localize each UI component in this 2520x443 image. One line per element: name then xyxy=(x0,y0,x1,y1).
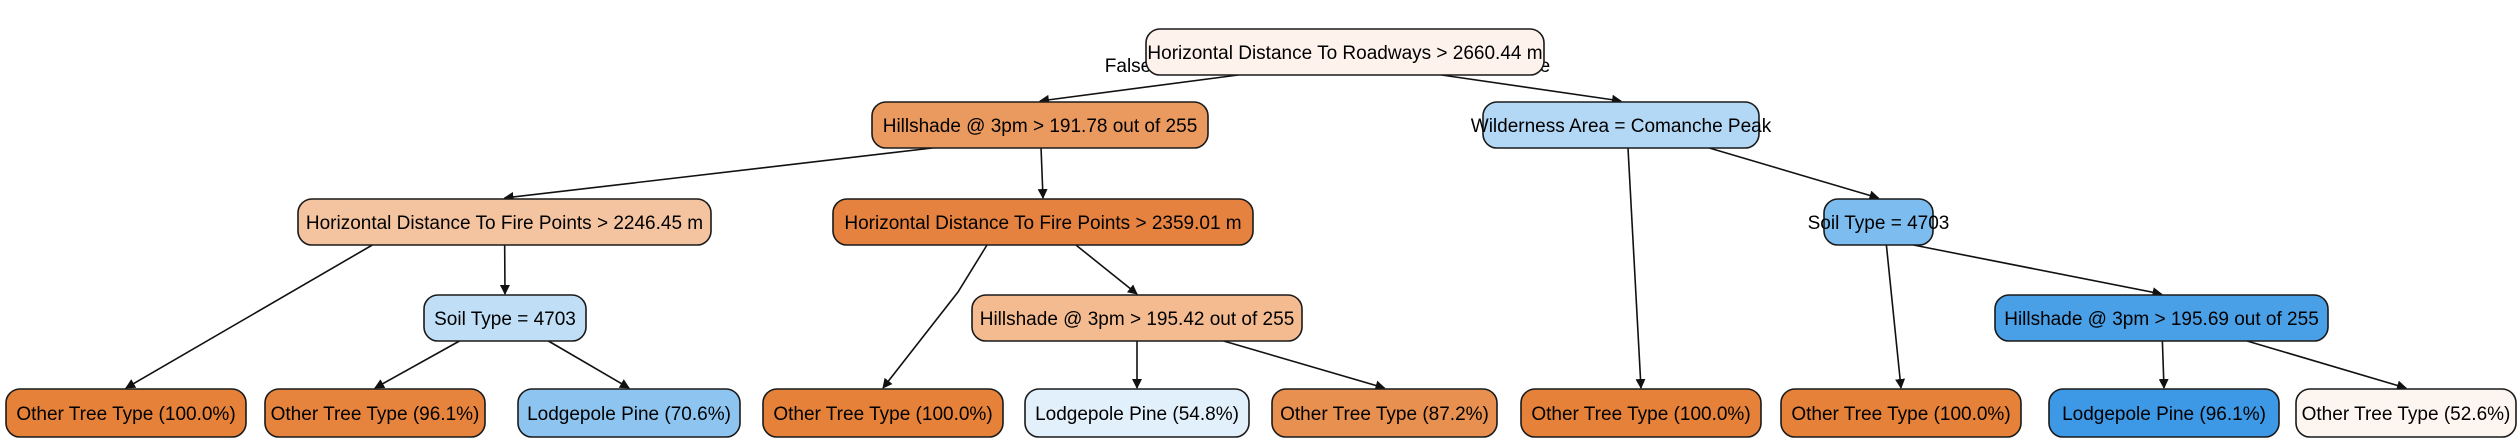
leaf-node-l1: Other Tree Type (100.0%) xyxy=(5,388,247,438)
node-label: Other Tree Type (100.0%) xyxy=(16,404,235,425)
leaf-node-l6: Other Tree Type (87.2%) xyxy=(1271,388,1498,438)
decision-node-n5: Soil Type = 4703 xyxy=(1808,198,1950,246)
edge-n5-n8 xyxy=(1913,244,2163,298)
decision-node-n7: Hillshade @ 3pm > 195.42 out of 255 xyxy=(971,294,1303,342)
node-label: Other Tree Type (100.0%) xyxy=(1531,404,1750,425)
edge-n1-n3 xyxy=(503,147,933,202)
leaf-node-l9: Lodgepole Pine (96.1%) xyxy=(2048,388,2280,438)
node-box xyxy=(1145,28,1545,76)
leaf-node-l10: Other Tree Type (52.6%) xyxy=(2295,388,2517,438)
node-label: Horizontal Distance To Fire Points > 235… xyxy=(844,213,1241,234)
node-box xyxy=(2295,388,2517,438)
node-box xyxy=(1271,388,1498,438)
node-label: Soil Type = 4703 xyxy=(434,309,576,330)
decision-node-n2: Wilderness Area = Comanche Peak xyxy=(1471,101,1772,149)
edge-label-false: False xyxy=(1105,56,1151,77)
edge-n5-l8 xyxy=(1885,244,1906,389)
leaf-node-l8: Other Tree Type (100.0%) xyxy=(1780,388,2022,438)
node-box xyxy=(2048,388,2280,438)
node-box xyxy=(1520,388,1762,438)
node-box xyxy=(264,388,486,438)
node-label: Other Tree Type (100.0%) xyxy=(1791,404,2010,425)
node-box xyxy=(762,388,1004,438)
decision-node-n1: Hillshade @ 3pm > 191.78 out of 255 xyxy=(871,101,1209,149)
decision-node-n4: Horizontal Distance To Fire Points > 235… xyxy=(832,198,1254,246)
leaf-node-l3: Lodgepole Pine (70.6%) xyxy=(517,388,741,438)
node-label: Other Tree Type (96.1%) xyxy=(271,404,480,425)
leaf-node-l4: Other Tree Type (100.0%) xyxy=(762,388,1004,438)
node-label: Horizontal Distance To Roadways > 2660.4… xyxy=(1147,43,1542,64)
leaf-node-l5: Lodgepole Pine (54.8%) xyxy=(1024,388,1250,438)
node-label: Lodgepole Pine (96.1%) xyxy=(2062,404,2266,425)
edge-n4-n7 xyxy=(1075,244,1138,295)
edge-n6-l2 xyxy=(374,340,460,389)
node-box xyxy=(1024,388,1250,438)
node-box xyxy=(1780,388,2022,438)
edge-n2-l7 xyxy=(1627,147,1646,389)
node-box xyxy=(832,198,1254,246)
node-box xyxy=(423,294,587,342)
node-label: Other Tree Type (52.6%) xyxy=(2302,404,2511,425)
nodes-layer: Horizontal Distance To Roadways > 2660.4… xyxy=(5,28,2517,438)
node-label: Soil Type = 4703 xyxy=(1808,213,1950,234)
edge-n8-l9 xyxy=(2158,340,2169,389)
node-label: Hillshade @ 3pm > 195.69 out of 255 xyxy=(2004,309,2319,330)
decision-node-n8: Hillshade @ 3pm > 195.69 out of 255 xyxy=(1994,294,2329,342)
decision-node-n3: Horizontal Distance To Fire Points > 224… xyxy=(297,198,712,246)
node-box xyxy=(971,294,1303,342)
decision-node-root: Horizontal Distance To Roadways > 2660.4… xyxy=(1145,28,1545,76)
edge-n8-l10 xyxy=(2246,340,2407,391)
edge-n4-l4 xyxy=(882,244,988,389)
node-label: Lodgepole Pine (70.6%) xyxy=(527,404,731,425)
edge-n7-l6 xyxy=(1223,340,1386,391)
node-box xyxy=(1994,294,2329,342)
edge-root-n2 xyxy=(1441,74,1622,105)
edge-n6-l3 xyxy=(547,340,630,389)
node-box xyxy=(5,388,247,438)
node-box xyxy=(1823,198,1934,246)
node-box xyxy=(871,101,1209,149)
leaf-node-l7: Other Tree Type (100.0%) xyxy=(1520,388,1762,438)
node-label: Wilderness Area = Comanche Peak xyxy=(1471,116,1772,137)
decision-node-n6: Soil Type = 4703 xyxy=(423,294,587,342)
edge-root-n1 xyxy=(1039,74,1239,105)
edge-n1-n4 xyxy=(1037,147,1048,199)
node-label: Other Tree Type (87.2%) xyxy=(1280,404,1489,425)
node-label: Hillshade @ 3pm > 195.42 out of 255 xyxy=(980,309,1295,330)
node-label: Other Tree Type (100.0%) xyxy=(773,404,992,425)
edge-n2-n5 xyxy=(1709,147,1880,201)
node-label: Hillshade @ 3pm > 191.78 out of 255 xyxy=(883,116,1198,137)
node-label: Lodgepole Pine (54.8%) xyxy=(1035,404,1239,425)
edge-n3-l1 xyxy=(125,244,373,389)
node-box xyxy=(297,198,712,246)
node-box xyxy=(1482,101,1760,149)
leaf-node-l2: Other Tree Type (96.1%) xyxy=(264,388,486,438)
node-box xyxy=(517,388,741,438)
node-label: Horizontal Distance To Fire Points > 224… xyxy=(306,213,703,234)
